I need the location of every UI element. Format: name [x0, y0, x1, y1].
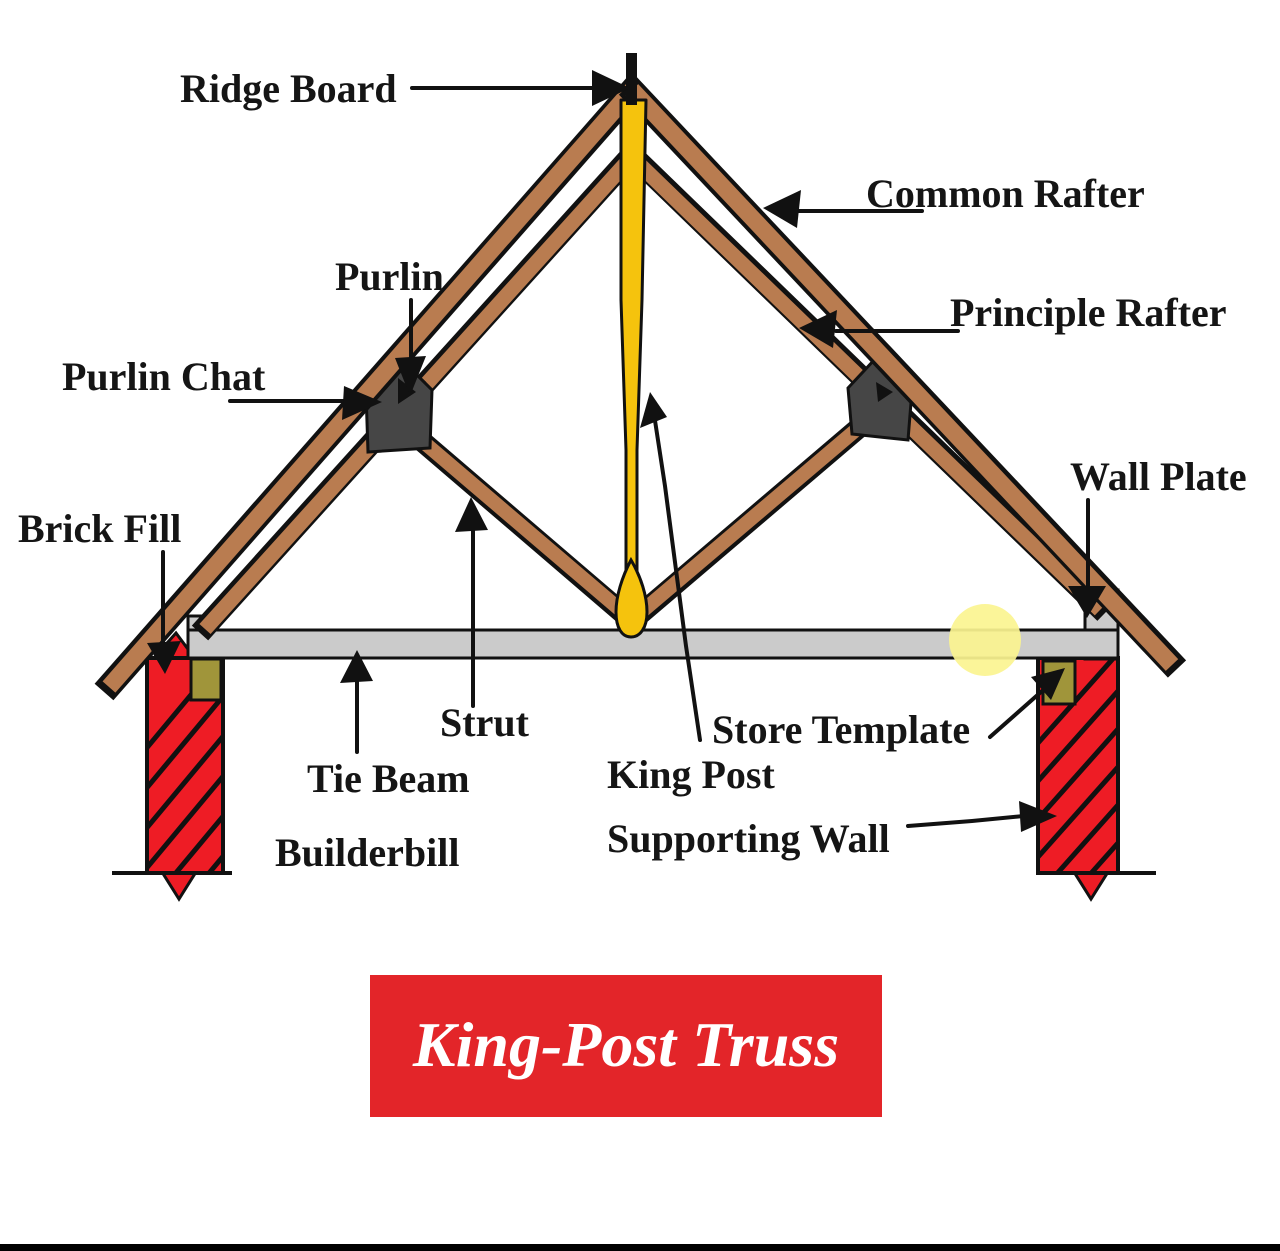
title-text: King-Post Truss	[412, 1009, 839, 1080]
label-ridge-board: Ridge Board	[180, 66, 397, 111]
brick-fill-arrowhead	[147, 641, 181, 674]
bottom-bar	[0, 1244, 1280, 1251]
common-rafter-left	[102, 84, 639, 693]
purlin-arrowhead	[395, 356, 426, 396]
label-purlin-chat: Purlin Chat	[62, 354, 266, 399]
brick-wall-right-tail	[1071, 870, 1111, 902]
brick-wall-left-outline	[145, 656, 225, 875]
purlin-right-notch	[876, 382, 893, 402]
king-post-group	[614, 98, 649, 639]
brick-wall-left	[145, 630, 225, 902]
label-strut: Strut	[440, 700, 530, 745]
supporting-wall-pointer	[906, 813, 1036, 828]
pointer-lines	[161, 86, 1090, 828]
label-brick-fill: Brick Fill	[18, 506, 181, 551]
strut-right	[634, 412, 875, 620]
brick-wall-right-hatching	[1038, 658, 1118, 873]
highlight-circle	[949, 604, 1021, 676]
label-store-template: Store Template	[712, 707, 970, 752]
wall-plate-block-left	[189, 657, 223, 702]
purlin-left-notch	[398, 378, 416, 404]
label-builderbill: Builderbill	[275, 830, 460, 875]
king-post-foot	[614, 556, 649, 639]
label-principle-rafter: Principle Rafter	[950, 290, 1227, 335]
principle-rafters	[191, 150, 1113, 641]
common-rafters	[94, 77, 1187, 701]
label-king-post: King Post	[607, 752, 775, 797]
tie-beam-arrowhead	[340, 650, 373, 683]
store-template-pointer	[988, 682, 1052, 739]
label-supporting-wall: Supporting Wall	[607, 816, 890, 861]
label-tie-beam: Tie Beam	[307, 756, 470, 801]
brick-wall-left-tail	[159, 870, 199, 902]
label-purlin: Purlin	[335, 254, 444, 299]
label-common-rafter: Common Rafter	[866, 171, 1145, 216]
strut-left	[395, 416, 630, 620]
purlin-chat-arrowhead	[342, 386, 382, 420]
king-post-pointer	[652, 412, 702, 742]
king-post	[619, 98, 648, 582]
supporting-wall-arrowhead	[1019, 801, 1057, 832]
arrowheads	[147, 70, 1106, 832]
store-template-arrowhead	[1031, 668, 1065, 700]
common-rafter-arrowhead	[763, 190, 801, 228]
wall-plate-arrowhead	[1068, 586, 1106, 618]
label-wall-plate: Wall Plate	[1070, 454, 1247, 499]
title-banner	[370, 975, 882, 1117]
king-post-arrowhead	[640, 392, 667, 428]
principle-rafter-arrowhead	[799, 310, 837, 348]
ridge-board	[626, 53, 637, 105]
strut-arrowhead	[455, 497, 488, 532]
common-rafter-right	[625, 84, 1179, 671]
ridge-board-arrowhead	[592, 70, 630, 106]
